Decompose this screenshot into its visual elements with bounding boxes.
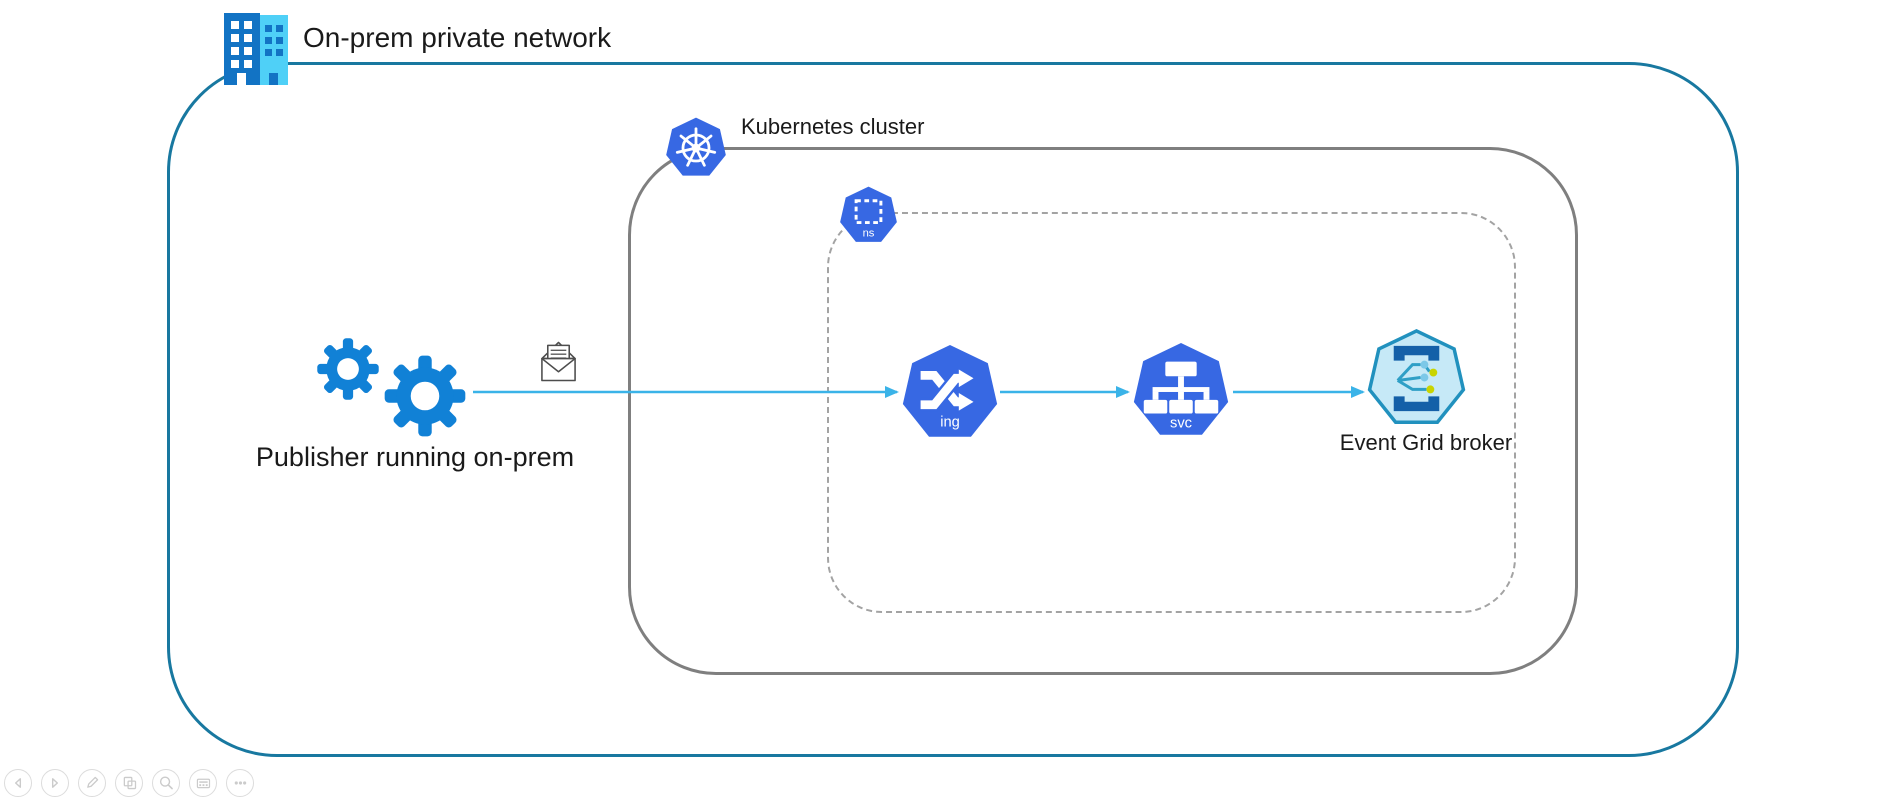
event-grid-label: Event Grid broker <box>1339 430 1513 455</box>
network-label: On-prem private network <box>303 22 612 53</box>
forward-button[interactable] <box>41 769 69 797</box>
onprem-network-container <box>167 62 1739 757</box>
gear-small-icon <box>317 338 379 400</box>
service-icon: svc <box>1133 342 1229 435</box>
copy-button[interactable] <box>115 769 143 797</box>
copy-icon <box>123 776 137 790</box>
gear-large-icon <box>384 355 466 437</box>
kubernetes-icon <box>666 117 726 176</box>
more-button[interactable] <box>226 769 254 797</box>
namespace-icon-label: ns <box>863 228 875 240</box>
edit-button[interactable] <box>78 769 106 797</box>
back-button[interactable] <box>4 769 32 797</box>
event-grid-icon <box>1367 329 1466 424</box>
building-icon <box>224 13 288 85</box>
keyboard-icon <box>196 778 211 789</box>
cluster-label: Kubernetes cluster <box>741 114 925 139</box>
forward-icon <box>51 778 59 788</box>
service-icon-label: svc <box>1170 415 1192 431</box>
namespace-container <box>827 212 1516 613</box>
ellipsis-icon <box>234 781 247 785</box>
zoom-button[interactable] <box>152 769 180 797</box>
namespace-icon: ns <box>840 186 897 242</box>
ingress-icon: ing <box>902 344 998 437</box>
ingress-icon-label: ing <box>940 414 960 430</box>
publisher-label: Publisher running on-prem <box>255 442 575 472</box>
kubernetes-cluster-container <box>628 147 1578 675</box>
back-icon <box>14 778 22 788</box>
magnifier-icon <box>159 776 173 790</box>
pencil-icon <box>87 776 99 788</box>
viewer-toolbar <box>4 769 254 797</box>
keyboard-button[interactable] <box>189 769 217 797</box>
envelope-icon <box>541 341 576 382</box>
